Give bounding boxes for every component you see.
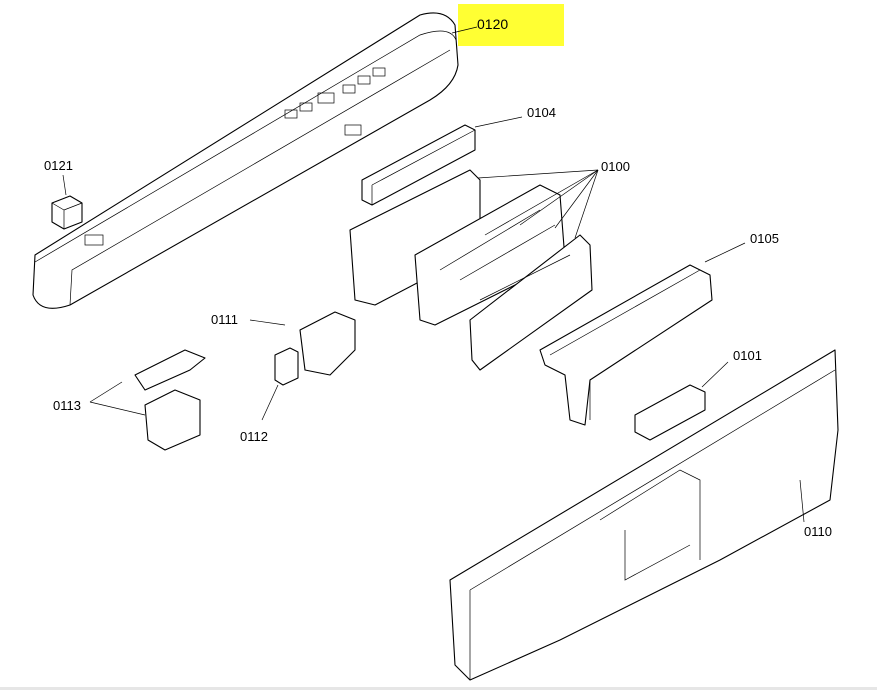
label-0110[interactable]: 0110 [804, 524, 832, 539]
label-0100[interactable]: 0100 [601, 159, 630, 174]
label-0105[interactable]: 0105 [750, 231, 779, 246]
label-0101[interactable]: 0101 [733, 348, 762, 363]
label-0112[interactable]: 0112 [240, 429, 268, 444]
highlight-0120 [458, 4, 564, 46]
bottom-divider [0, 687, 877, 690]
part-0101[interactable] [634, 384, 706, 441]
label-0120[interactable]: 0120 [477, 16, 509, 32]
label-0104[interactable]: 0104 [527, 105, 556, 120]
part-0120-fascia[interactable] [32, 12, 459, 309]
label-0113[interactable]: 0113 [53, 398, 81, 413]
label-0111[interactable]: 0111 [211, 312, 238, 327]
part-0104[interactable] [361, 124, 476, 206]
part-0110[interactable] [449, 349, 839, 681]
part-0113[interactable] [134, 349, 206, 451]
label-0121[interactable]: 0121 [44, 158, 73, 173]
part-0121[interactable] [51, 195, 83, 230]
leader-lines [62, 26, 805, 523]
part-0105[interactable] [539, 264, 713, 426]
part-0111[interactable] [299, 311, 356, 376]
part-0112[interactable] [274, 347, 299, 386]
